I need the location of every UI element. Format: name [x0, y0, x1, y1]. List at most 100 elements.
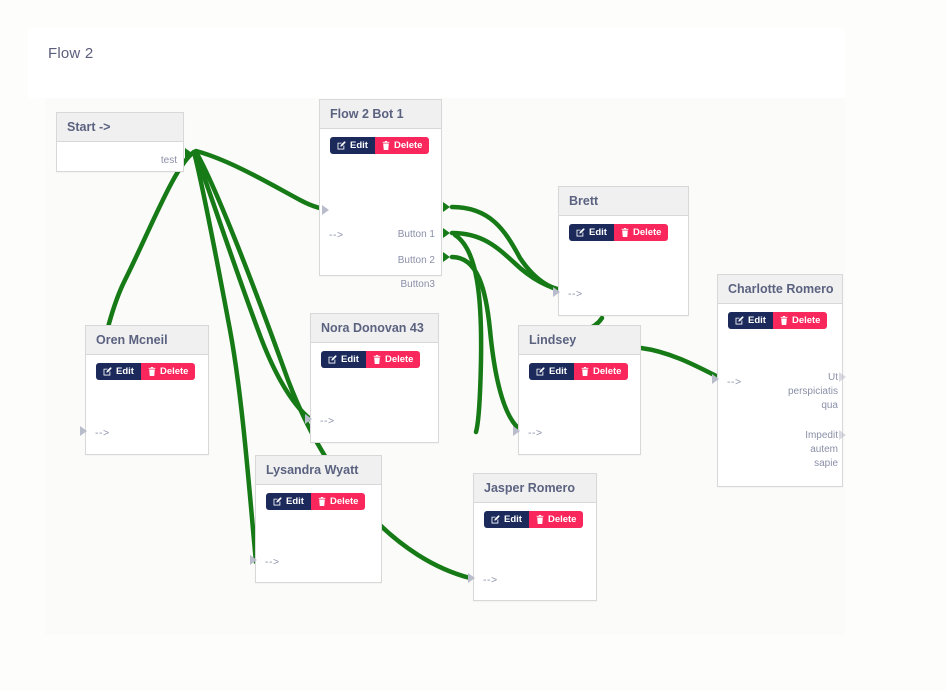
port-marker-lindsey-in [513, 426, 520, 436]
port-marker-button-2 [443, 228, 450, 238]
node-nora-donovan-43-input-port[interactable]: --> [320, 415, 335, 427]
trash-icon [148, 367, 156, 376]
node-charlotte-romero-actions: Edit Delete [718, 304, 842, 329]
node-oren-mcneil[interactable]: Oren Mcneil Edit Delete --> [85, 325, 209, 455]
node-lysandra-wyatt-title: Lysandra Wyatt [256, 456, 381, 485]
node-flow-2-bot-1-output-port-button-3[interactable]: Button3 [400, 279, 435, 290]
trash-icon [581, 367, 589, 376]
node-charlotte-romero-output-port-1[interactable]: Ut perspiciatis qua [760, 371, 838, 413]
node-nora-donovan-43-title: Nora Donovan 43 [311, 314, 438, 343]
edit-button-label: Edit [549, 366, 567, 377]
node-flow-2-bot-1-output-port-button-1[interactable]: Button 1 [397, 229, 435, 240]
delete-button-label: Delete [547, 514, 577, 525]
delete-button-label: Delete [393, 140, 423, 151]
node-charlotte-romero-title: Charlotte Romero [718, 275, 842, 304]
node-brett[interactable]: Brett Edit Delete --> [558, 186, 689, 316]
node-lindsey-input-port[interactable]: --> [528, 427, 543, 439]
node-charlotte-romero-output-port-2[interactable]: Impedit autem sapie [760, 429, 838, 471]
node-oren-mcneil-actions: Edit Delete [86, 355, 208, 380]
edit-button[interactable]: Edit [728, 312, 773, 329]
node-oren-mcneil-title: Oren Mcneil [86, 326, 208, 355]
node-oren-mcneil-input-port[interactable]: --> [95, 427, 110, 439]
delete-button[interactable]: Delete [573, 363, 629, 380]
trash-icon [536, 515, 544, 524]
node-flow-2-bot-1-output-port-button-2[interactable]: Button 2 [397, 255, 435, 266]
output-port-2-line-1: Impedit [805, 430, 838, 441]
edit-button-label: Edit [350, 140, 368, 151]
edit-button-label: Edit [116, 366, 134, 377]
delete-button-label: Delete [592, 366, 622, 377]
pencil-square-icon [735, 316, 744, 325]
edit-button[interactable]: Edit [484, 511, 529, 528]
node-flow-2-bot-1[interactable]: Flow 2 Bot 1 Edit Delete --> B [319, 99, 442, 290]
node-brett-input-port[interactable]: --> [568, 288, 583, 300]
port-marker-lysandra-in [250, 555, 257, 565]
node-jasper-romero-input-port[interactable]: --> [483, 574, 498, 586]
node-lysandra-wyatt-input-port[interactable]: --> [265, 556, 280, 568]
node-charlotte-romero-input-port[interactable]: --> [727, 376, 742, 388]
node-jasper-romero-actions: Edit Delete [474, 503, 596, 528]
delete-button-label: Delete [329, 496, 359, 507]
pencil-square-icon [491, 515, 500, 524]
edit-button-label: Edit [286, 496, 304, 507]
port-marker-nora-in [305, 414, 312, 424]
port-marker-charlotte-in [712, 374, 719, 384]
edit-button[interactable]: Edit [96, 363, 141, 380]
delete-button-label: Delete [159, 366, 189, 377]
node-nora-donovan-43-actions: Edit Delete [311, 343, 438, 368]
port-marker-brett-in [553, 287, 560, 297]
node-charlotte-romero[interactable]: Charlotte Romero Edit Delete --> [717, 274, 843, 487]
node-start[interactable]: Start -> test [56, 112, 184, 172]
edit-button-label: Edit [341, 354, 359, 365]
port-marker-bot1-in [322, 205, 329, 215]
port-marker-button-1 [443, 202, 450, 212]
node-nora-donovan-43[interactable]: Nora Donovan 43 Edit Delete --> [310, 313, 439, 443]
node-brett-title: Brett [559, 187, 688, 216]
output-port-1-line-2: perspiciatis [787, 386, 838, 397]
node-lysandra-wyatt-actions: Edit Delete [256, 485, 381, 510]
edit-button[interactable]: Edit [330, 137, 375, 154]
port-marker-start-test [185, 148, 192, 158]
pencil-square-icon [273, 497, 282, 506]
delete-button-label: Delete [791, 315, 821, 326]
output-port-1-line-1: Ut [828, 372, 838, 383]
trash-icon [382, 141, 390, 150]
node-brett-actions: Edit Delete [559, 216, 688, 241]
delete-button[interactable]: Delete [613, 224, 669, 241]
edit-button[interactable]: Edit [569, 224, 614, 241]
node-lysandra-wyatt[interactable]: Lysandra Wyatt Edit Delete --> [255, 455, 382, 583]
node-lindsey[interactable]: Lindsey Edit Delete --> [518, 325, 641, 455]
trash-icon [780, 316, 788, 325]
node-start-title: Start -> [57, 113, 183, 142]
delete-button[interactable]: Delete [528, 511, 584, 528]
trash-icon [373, 355, 381, 364]
trash-icon [318, 497, 326, 506]
pencil-square-icon [536, 367, 545, 376]
delete-button[interactable]: Delete [365, 351, 421, 368]
node-flow-2-bot-1-title: Flow 2 Bot 1 [320, 100, 441, 129]
delete-button[interactable]: Delete [772, 312, 828, 329]
page-title: Flow 2 [48, 45, 94, 62]
delete-button-label: Delete [384, 354, 414, 365]
node-lindsey-title: Lindsey [519, 326, 640, 355]
delete-button[interactable]: Delete [374, 137, 430, 154]
edit-button[interactable]: Edit [321, 351, 366, 368]
node-flow-2-bot-1-input-port[interactable]: --> [329, 229, 344, 241]
edit-button-label: Edit [589, 227, 607, 238]
port-marker-charlotte-out-1 [839, 372, 846, 382]
node-start-output-port-test[interactable]: test [160, 155, 177, 166]
output-port-1-line-3: qua [821, 400, 838, 411]
delete-button[interactable]: Delete [140, 363, 196, 380]
delete-button[interactable]: Delete [310, 493, 366, 510]
node-jasper-romero[interactable]: Jasper Romero Edit Delete --> [473, 473, 597, 601]
port-marker-button-3 [443, 252, 450, 262]
edit-button[interactable]: Edit [529, 363, 574, 380]
delete-button-label: Delete [632, 227, 662, 238]
edit-button-label: Edit [748, 315, 766, 326]
trash-icon [621, 228, 629, 237]
flow-header-bar [28, 28, 845, 98]
edit-button[interactable]: Edit [266, 493, 311, 510]
node-lindsey-actions: Edit Delete [519, 355, 640, 380]
port-marker-jasper-in [468, 573, 475, 583]
